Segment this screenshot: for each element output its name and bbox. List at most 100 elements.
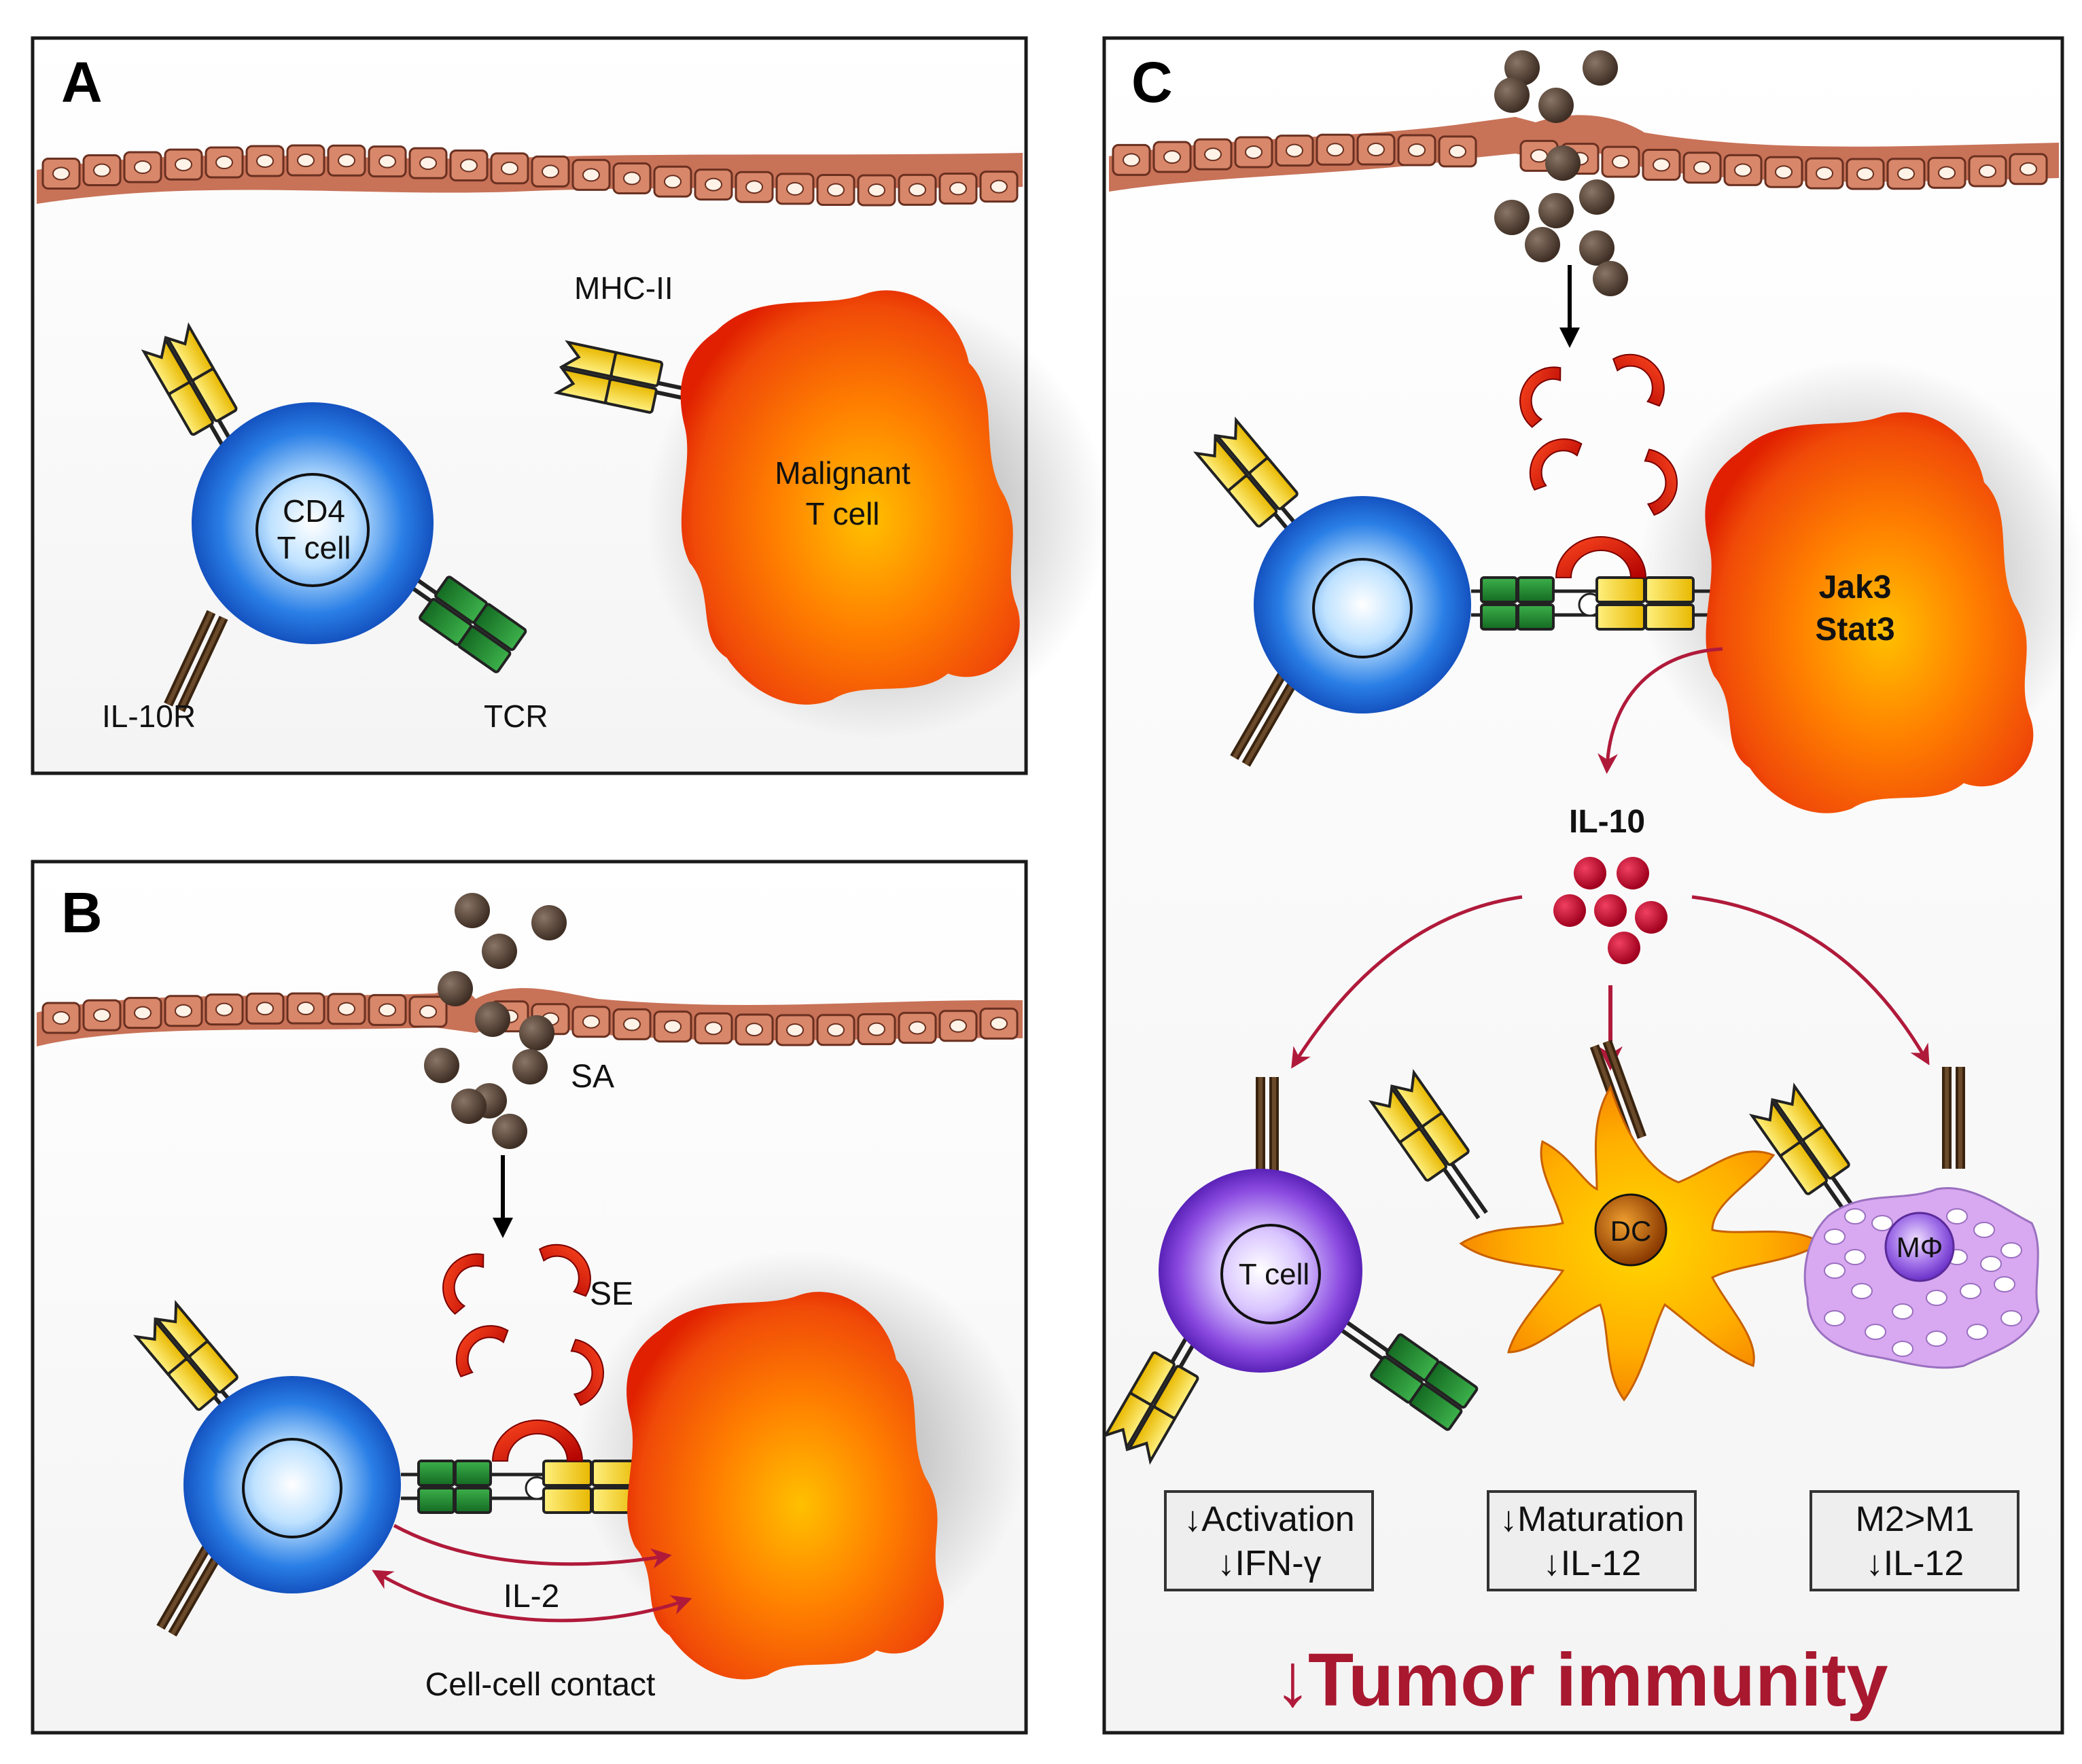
skin-cell [1316, 133, 1355, 166]
tcr-label: TCR [484, 699, 548, 734]
skin-cell [327, 993, 366, 1025]
vacuole [1824, 1310, 1846, 1326]
staphylococcus-particles-c [1494, 50, 1628, 296]
box1-line1: Activation [1201, 1500, 1354, 1539]
contact-arrow-icon [372, 1570, 692, 1623]
skin-cell [571, 158, 611, 191]
down-arrow-icon: ↓ [1217, 1544, 1235, 1583]
skin-barrier-c [1109, 115, 2059, 192]
skin-cell [1112, 143, 1151, 176]
skin-cell [1234, 136, 1273, 169]
skin-cell [41, 157, 81, 190]
skin-cell [1846, 158, 1885, 190]
skin-cell [1275, 135, 1314, 167]
skin-cell [775, 173, 815, 205]
skin-cell [1152, 141, 1192, 173]
staphylococcus-particle-icon [424, 1048, 459, 1083]
skin-cell [123, 997, 162, 1029]
skin-cell [245, 145, 285, 177]
skin-cell [164, 995, 203, 1027]
conclusion: ↓ Tumor immunity [1274, 1638, 1888, 1722]
staphylococcus-particle-icon [1593, 261, 1628, 296]
vacuole [2000, 1242, 2022, 1258]
panel-b: B SA SE [31, 860, 1028, 1735]
skin-cell [1927, 156, 1966, 189]
vacuole [1824, 1263, 1846, 1279]
skin-cell [938, 173, 978, 205]
skin-cell [979, 1007, 1019, 1040]
skin-cell [368, 145, 407, 178]
vacuole [1892, 1303, 1913, 1320]
skin-cell [1968, 155, 2007, 188]
dc-label: DC [1610, 1215, 1652, 1247]
staphylococcus-particle-icon [531, 905, 567, 940]
dendritic-cell: DC [1372, 1042, 1823, 1402]
cd4-t-cell: CD4 T cell [144, 326, 527, 710]
svg-text:↓IL-12: ↓IL-12 [1543, 1544, 1642, 1583]
skin-barrier-b [37, 985, 1023, 1046]
skin-cell [857, 174, 896, 207]
skin-cell [1642, 149, 1681, 181]
skin-cell [1723, 154, 1763, 186]
skin-cell [205, 993, 244, 1026]
skin-barrier-a [37, 144, 1023, 207]
svg-text:↓Maturation: ↓Maturation [1500, 1500, 1684, 1539]
skin-cell [1356, 133, 1396, 166]
il2-label: IL-2 [504, 1578, 560, 1615]
skin-cell [327, 144, 366, 177]
staphylococcus-particle-icon [1504, 50, 1540, 86]
vacuole [2000, 1310, 2022, 1326]
skin-cell [1805, 157, 1844, 190]
skin-cell [694, 169, 733, 201]
staphylococcus-particle-icon [1579, 230, 1615, 266]
skin-cell [490, 152, 529, 185]
vacuole [1946, 1208, 1968, 1224]
jak3-label: Jak3 [1819, 569, 1892, 605]
vacuole [1926, 1290, 1947, 1306]
macrophage: MΦ [1752, 1067, 2040, 1369]
panel-c-letter: C [1131, 50, 1173, 114]
skin-cell [123, 151, 162, 183]
skin-cell [531, 155, 570, 188]
skin-cell [1438, 135, 1477, 168]
malignant-t-cell-c: Jak3 Stat3 [1705, 412, 2034, 813]
mhc-ii-label: MHC-II [574, 270, 673, 306]
stat3-label: Stat3 [1815, 612, 1894, 648]
arrow-to-macrophage-icon [1691, 895, 1930, 1065]
skin-cell [41, 1002, 81, 1034]
skin-cell [612, 1008, 652, 1040]
svg-text:↓IL-12: ↓IL-12 [1866, 1544, 1964, 1583]
skin-cell [653, 1010, 692, 1043]
box2-line2: IL-12 [1561, 1544, 1642, 1583]
skin-cell [1601, 145, 1640, 178]
skin-cell [612, 162, 652, 194]
effect-box-macrophage: M2>M1 ↓IL-12 [1810, 1490, 2019, 1591]
malignant-label: Malignant [775, 455, 911, 491]
skin-cell [82, 999, 122, 1031]
staphylococcus-particle-icon [1525, 227, 1560, 262]
mphi-label: MΦ [1896, 1231, 1943, 1263]
skin-cell [205, 146, 244, 179]
vacuole [1844, 1208, 1866, 1224]
panel-b-letter: B [61, 881, 103, 945]
skin-cell [82, 154, 122, 187]
skin-cell [775, 1014, 815, 1046]
skin-cell [1397, 134, 1436, 166]
effector-t-cell: T cell [1106, 1077, 1478, 1461]
effect-box-tcell: ↓Activation ↓IFN-γ [1164, 1490, 1374, 1591]
cd4-t-cell-c [1197, 420, 1471, 764]
cell-cell-contact-label: Cell-cell contact [425, 1667, 656, 1703]
arrow-to-tcell-icon [1291, 895, 1523, 1069]
staphylococcus-particles-b [424, 893, 567, 1149]
signal-arrow-icon [1597, 647, 1723, 774]
panel-c: C [1102, 36, 2082, 1735]
vacuole [1994, 1276, 2015, 1292]
panel-a-letter: A [61, 50, 103, 114]
il10-dots [1553, 857, 1668, 964]
staphylococcus-particle-icon [1494, 77, 1530, 113]
staphylococcus-particle-icon [512, 1049, 548, 1084]
skin-cell [735, 171, 774, 203]
svg-text:↓Activation: ↓Activation [1184, 1500, 1354, 1539]
staphylococcus-particle-icon [1494, 200, 1530, 235]
box3-line2: IL-12 [1884, 1544, 1964, 1583]
